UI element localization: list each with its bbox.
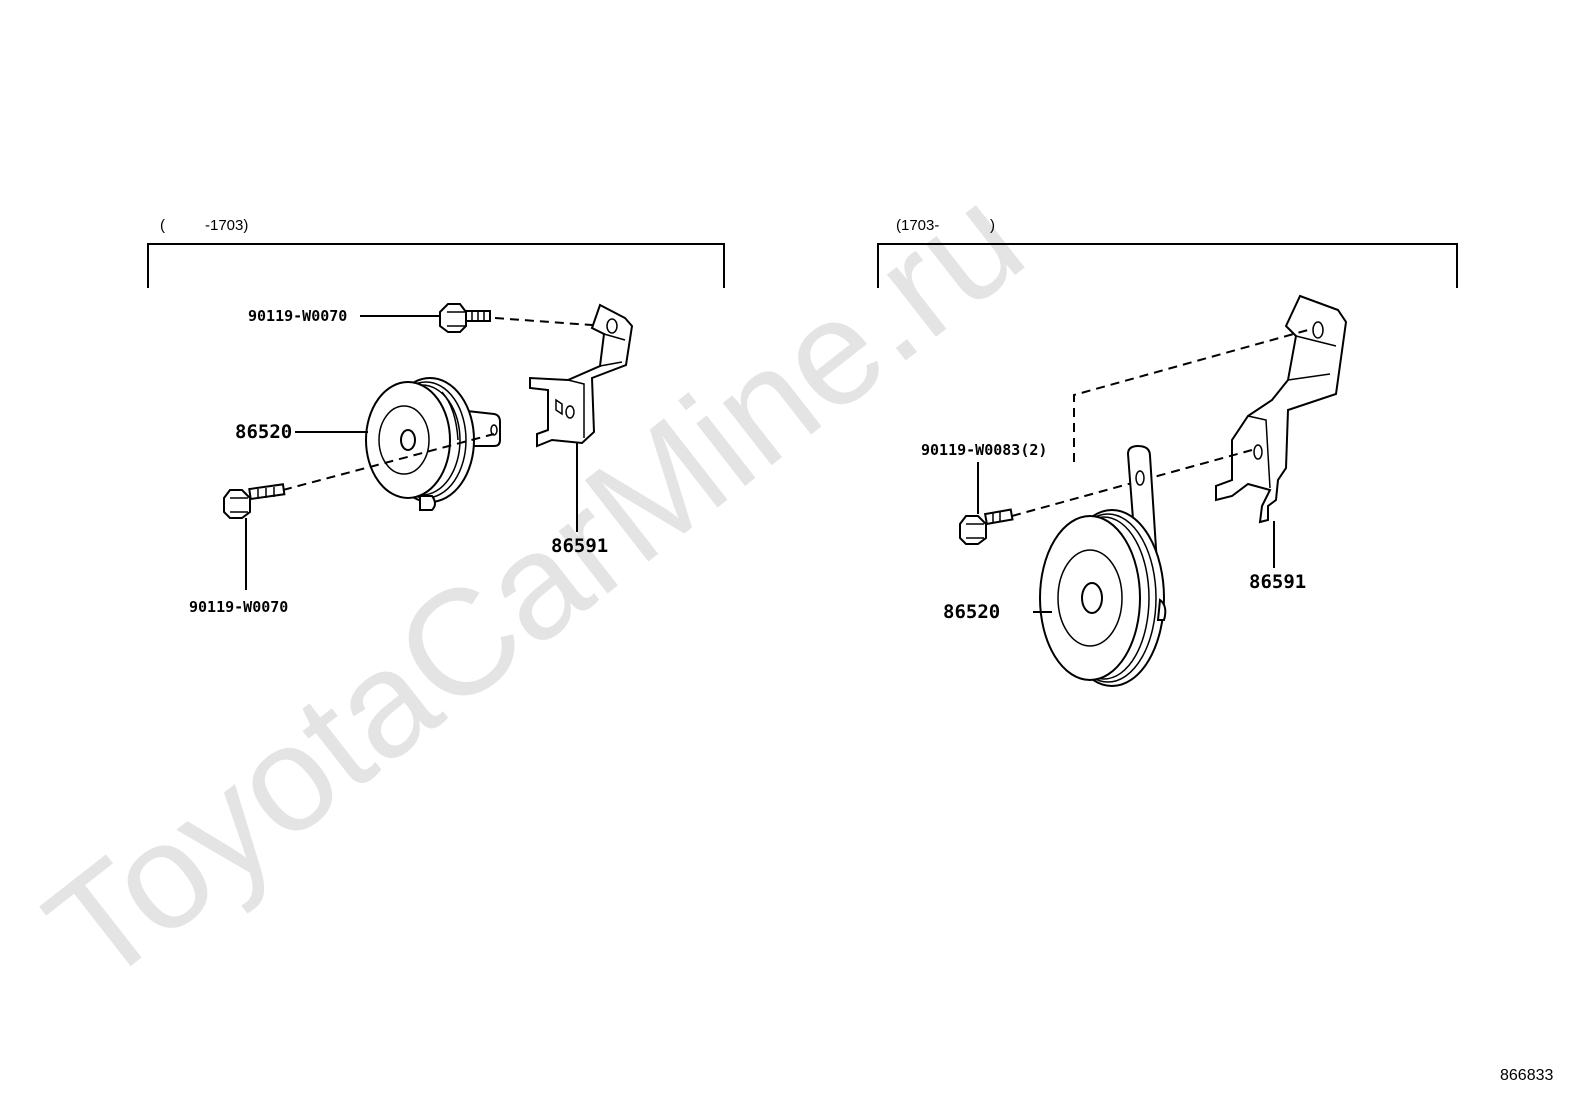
label-bracket-right: 86591 bbox=[1249, 571, 1306, 593]
label-bolt-top-left: 90119-W0070 bbox=[248, 307, 347, 325]
bolt-right[interactable] bbox=[959, 508, 1014, 545]
label-horn-right: 86520 bbox=[943, 601, 1000, 623]
left-range-open: ( bbox=[160, 217, 165, 234]
label-bolt-right: 90119-W0083(2) bbox=[921, 441, 1047, 459]
dash-upper-right bbox=[1073, 329, 1309, 462]
horn-left[interactable] bbox=[365, 377, 501, 511]
label-bolt-bottom-left: 90119-W0070 bbox=[189, 598, 288, 616]
label-horn-left: 86520 bbox=[235, 421, 292, 443]
right-range-label: (1703- bbox=[896, 217, 939, 234]
right-range-close: ) bbox=[990, 217, 995, 234]
bracket-left[interactable] bbox=[529, 303, 634, 448]
watermark-text: ToyotaCarMine.ru bbox=[16, 154, 1052, 1015]
left-group-bracket-line bbox=[147, 243, 725, 288]
left-group: ( -1703) bbox=[147, 217, 725, 616]
bolt-top-left[interactable] bbox=[439, 303, 491, 333]
left-range-label: -1703) bbox=[205, 217, 248, 234]
right-group: (1703- ) bbox=[877, 217, 1458, 687]
label-bracket-left: 86591 bbox=[551, 535, 608, 557]
watermark: ToyotaCarMine.ru bbox=[16, 154, 1052, 1015]
bolt-bottom-left[interactable] bbox=[223, 483, 286, 519]
dash-bolt-top-left bbox=[494, 317, 606, 327]
bracket-right[interactable] bbox=[1215, 294, 1348, 524]
reference-number: 866833 bbox=[1500, 1067, 1553, 1084]
right-group-bracket-line bbox=[877, 243, 1458, 288]
dash-horn-left bbox=[282, 433, 495, 491]
horn-right[interactable] bbox=[1039, 444, 1167, 687]
